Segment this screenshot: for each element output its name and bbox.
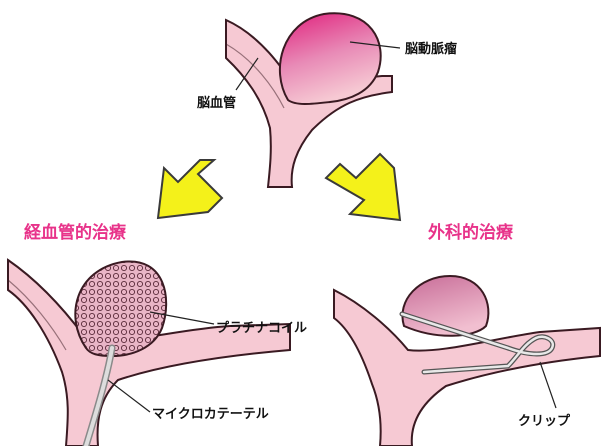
coil-label: プラチナコイル [216,317,307,336]
vessel-label: 脳血管 [197,92,236,111]
arrow-left-icon [158,160,222,218]
surgical-heading: 外科的治療 [428,218,513,243]
catheter-leader [108,380,150,412]
arrow-right-icon [326,154,400,220]
clip-leader [540,362,556,408]
aneurysm-top [280,13,381,104]
clip-label: クリップ [518,410,570,429]
aneurysm-label: 脳動脈瘤 [405,38,457,57]
microcatheter-label: マイクロカテーテル [152,403,269,422]
endovascular-heading: 経血管的治療 [24,218,126,243]
aneurysm-coiled [75,261,166,356]
